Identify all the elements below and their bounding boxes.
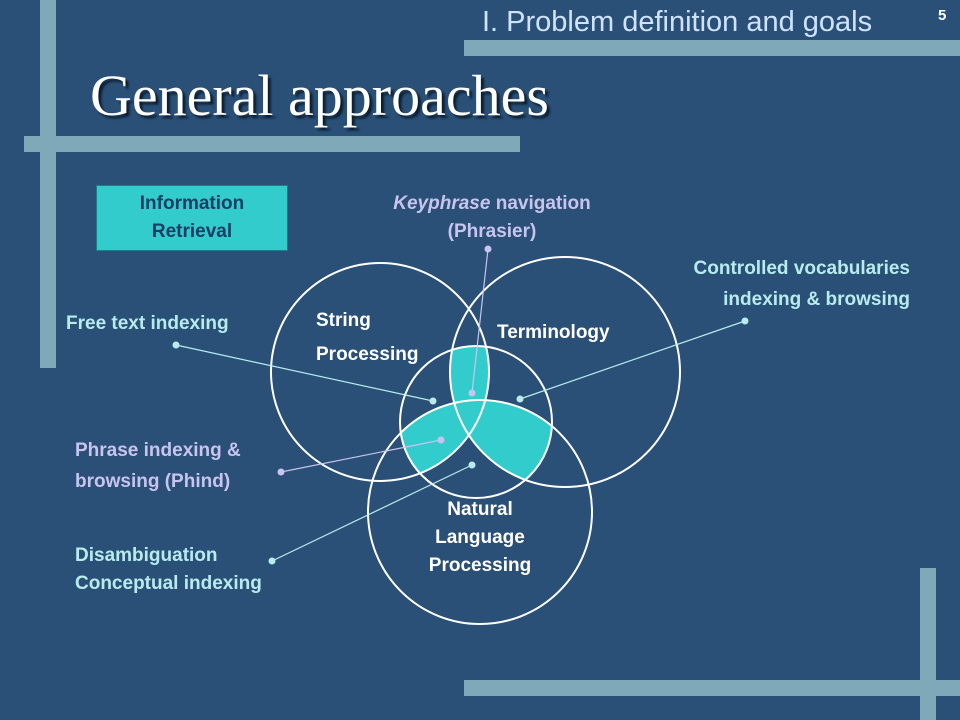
keyphrase-connector [471, 248, 489, 394]
keyphrase-navigation-callout: Keyphrase navigation (Phrasier) [393, 193, 591, 242]
phrase-connector [280, 439, 442, 473]
decorative-bar-left [40, 0, 56, 368]
phrase-indexing-callout: Phrase indexing & browsing (Phind) [75, 440, 241, 492]
ir-box-line2: Retrieval [151, 221, 233, 242]
disambiguation-dot-outer [268, 557, 276, 565]
string-processing-circle [270, 262, 490, 482]
keyphrase-italic: Keyphrase [393, 193, 491, 214]
section-title: I. Problem definition and goals [482, 6, 873, 38]
free-text-connector [175, 344, 434, 402]
decorative-bar-title [24, 136, 520, 152]
free-text-indexing-callout: Free text indexing [66, 313, 229, 334]
keyphrase-dot-inner [468, 389, 476, 397]
controlled-connector [519, 320, 746, 400]
phrase-dot-outer [277, 468, 285, 476]
nlp-circle [367, 399, 593, 625]
nlp-label: Natural Language Processing [428, 499, 532, 576]
phrase-dot-inner [437, 436, 445, 444]
decorative-bar-bottom [464, 680, 960, 696]
controlled-dot-inner [516, 395, 524, 403]
disambiguation-callout: Disambiguation Conceptual indexing [75, 545, 262, 594]
slide-title: General approaches [90, 63, 549, 128]
terminology-circle [449, 256, 681, 488]
ir-box-line1: Information [139, 193, 245, 214]
controlled-dot-outer [741, 317, 749, 325]
string-processing-label: String Processing [316, 310, 419, 365]
controlled-vocabularies-callout: Controlled vocabularies indexing & brows… [693, 258, 910, 310]
disambiguation-dot-inner [468, 461, 476, 469]
keyphrase-dot-outer [484, 245, 492, 253]
page-number: 5 [938, 7, 947, 24]
free-text-dot-outer [172, 341, 180, 349]
intersection-outline [399, 345, 553, 499]
decorative-bar-top [464, 40, 960, 56]
terminology-label: Terminology [497, 322, 610, 343]
free-text-dot-inner [429, 397, 437, 405]
disambiguation-connector [271, 464, 473, 562]
information-retrieval-box: Information Retrieval [96, 185, 288, 251]
